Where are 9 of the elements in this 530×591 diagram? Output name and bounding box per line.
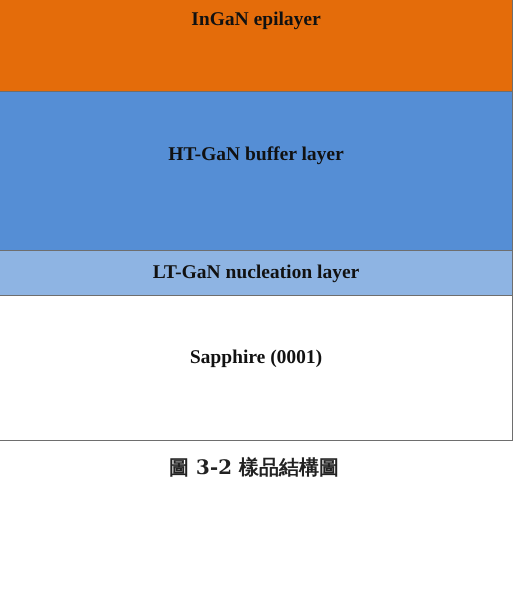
layer-label: HT-GaN buffer layer xyxy=(168,143,344,167)
layer-band xyxy=(0,92,513,251)
layer-band xyxy=(0,296,513,441)
layer-label: InGaN epilayer xyxy=(191,8,321,32)
layer-band xyxy=(0,251,513,296)
figure-caption: 圖 3-2 樣品結構圖 xyxy=(168,455,340,479)
layer-band xyxy=(0,0,513,92)
layer-label: Sapphire (0001) xyxy=(190,346,322,370)
layer-label: LT-GaN nucleation layer xyxy=(152,261,360,285)
